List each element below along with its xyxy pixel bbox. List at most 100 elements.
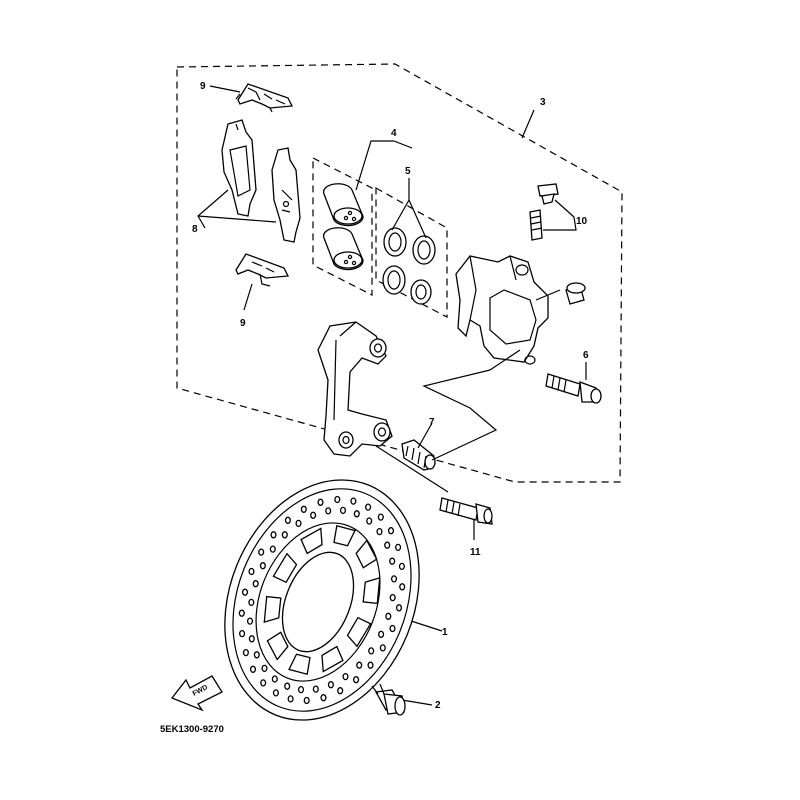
caliper-body <box>455 255 549 365</box>
disc-hole <box>295 519 302 528</box>
disc-window <box>362 577 381 605</box>
disc-hole <box>252 580 259 588</box>
disc-hole <box>269 545 276 553</box>
disc-hole <box>390 575 398 583</box>
disc-window <box>288 653 311 676</box>
disc-hole <box>327 681 334 689</box>
disc-hole <box>399 583 406 591</box>
disc-hole <box>384 541 391 549</box>
disc-hole <box>238 609 245 617</box>
disc-hole <box>284 682 291 690</box>
disc-hole <box>367 661 374 669</box>
piston-lower <box>322 227 364 271</box>
brake-pad-left <box>221 119 257 217</box>
disc-window <box>266 631 289 661</box>
disc-window <box>321 645 344 673</box>
disc-hole <box>260 679 267 687</box>
brake-disc <box>224 479 420 721</box>
disc-hole <box>303 696 310 705</box>
disc-hole <box>353 510 360 518</box>
caliper-bracket <box>317 321 393 457</box>
disc-hole <box>261 664 268 673</box>
disc-window <box>300 527 323 555</box>
disc-hole <box>248 567 255 576</box>
disc-hole <box>253 651 260 659</box>
disc-hole <box>241 588 249 596</box>
disc-bolt <box>371 683 406 716</box>
callout-9-lower: 9 <box>240 318 246 329</box>
disc-hole <box>334 495 341 504</box>
disc-hole <box>297 685 305 694</box>
disc-hole <box>389 624 396 633</box>
disc-hole <box>239 629 246 638</box>
disc-hole <box>368 647 375 655</box>
disc-window <box>272 552 298 584</box>
disc-hole <box>356 661 363 669</box>
disc-hole <box>259 562 266 570</box>
rubber-boot <box>401 439 436 471</box>
pad-spring-upper <box>235 83 294 113</box>
disc-hole <box>248 598 255 607</box>
disc-window <box>263 595 282 623</box>
piston-upper <box>322 183 364 227</box>
disc-hole <box>281 531 288 539</box>
callout-11: 11 <box>470 547 481 558</box>
disc-hole <box>385 612 392 620</box>
disc-hole <box>300 505 307 513</box>
pin-bolt <box>545 373 602 404</box>
disc-hole <box>312 685 319 693</box>
disc-hole <box>365 503 372 511</box>
disc-hole <box>395 604 403 612</box>
disc-hole <box>376 527 383 536</box>
disc-hole <box>284 516 291 524</box>
disc-hole <box>387 527 395 535</box>
callout-9-upper: 9 <box>200 81 206 92</box>
disc-hole <box>310 511 317 519</box>
callout-6: 6 <box>583 350 589 361</box>
fwd-arrow-icon: FWD <box>170 675 223 712</box>
caliper-assembly-boundary <box>176 63 623 483</box>
disc-hole <box>248 635 255 643</box>
disc-hole <box>249 665 257 673</box>
disc-window <box>355 539 378 569</box>
callout-10: 10 <box>576 216 588 227</box>
disc-hole <box>353 676 360 684</box>
pad-spring-lower <box>235 253 290 287</box>
disc-hole <box>366 517 373 525</box>
callout-3: 3 <box>540 97 546 108</box>
piston-seals <box>382 227 436 305</box>
seal-kit-box <box>375 186 448 318</box>
piston-kit-box <box>312 157 373 296</box>
callout-7: 7 <box>429 417 435 428</box>
disc-hole <box>378 630 385 638</box>
disc-hole <box>398 562 405 571</box>
catalog-code: 5EK1300-9270 <box>160 724 224 735</box>
disc-hole <box>379 644 386 652</box>
disc-hole <box>325 507 332 515</box>
disc-hole <box>337 687 344 695</box>
disc-hole <box>242 648 249 657</box>
callout-2: 2 <box>435 700 441 711</box>
bracket-bolt <box>439 497 493 525</box>
disc-hole <box>395 543 402 552</box>
disc-hole <box>287 695 294 703</box>
callout-5: 5 <box>405 166 411 177</box>
sleeve-bolt-small <box>565 282 586 305</box>
disc-windows <box>263 524 381 676</box>
disc-hole <box>258 548 265 556</box>
bleed-screw <box>529 183 559 241</box>
disc-hole <box>246 617 254 625</box>
callout-8: 8 <box>192 224 198 235</box>
disc-window <box>333 524 356 547</box>
disc-hole <box>350 497 357 505</box>
disc-hole <box>389 557 396 565</box>
disc-hole <box>272 689 279 697</box>
disc-hole <box>389 593 396 602</box>
disc-hole <box>377 513 384 521</box>
disc-hole <box>339 506 347 515</box>
disc-hole <box>342 672 349 681</box>
callout-1: 1 <box>442 627 448 638</box>
disc-holes <box>238 495 406 705</box>
disc-hole <box>270 531 277 539</box>
